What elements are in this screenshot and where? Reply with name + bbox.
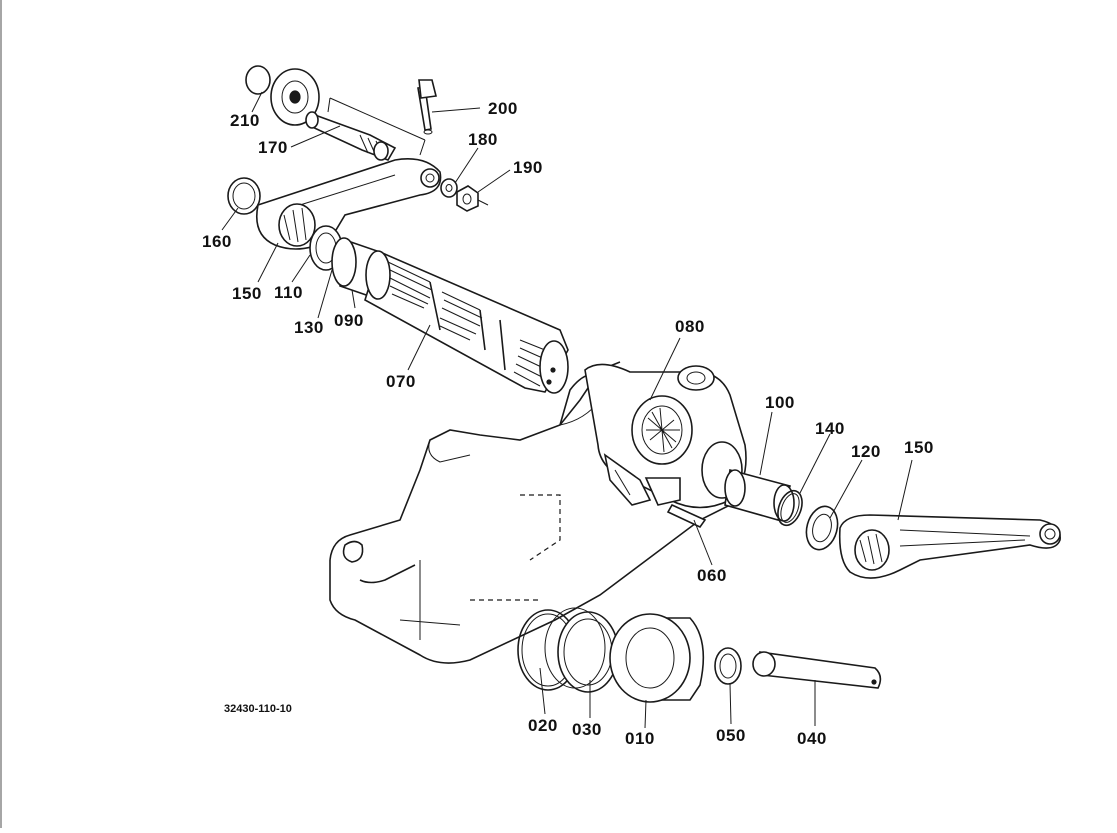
collar-120: [805, 505, 839, 551]
part-label-150-lower: 150: [904, 438, 934, 457]
piston-010: [609, 613, 705, 703]
shaft-070: [309, 225, 569, 394]
seal-050: [714, 647, 742, 685]
part-label-150-upper: 150: [232, 284, 262, 303]
snap-ring-160: [227, 177, 261, 215]
part-label-040: 040: [797, 729, 827, 748]
part-label-060: 060: [697, 566, 727, 585]
lower-lift-arm-150: [838, 514, 1061, 579]
part-label-170: 170: [258, 138, 288, 157]
leader-210-210: [329, 97, 426, 141]
bearing-210: [245, 65, 320, 126]
upper-lift-arm: [256, 158, 442, 250]
part-label-080: 080: [675, 317, 705, 336]
pin-170: [305, 111, 397, 161]
part-label-090: 090: [334, 311, 364, 330]
part-label-160: 160: [202, 232, 232, 251]
part-label-140: 140: [815, 419, 845, 438]
nut-190: [456, 185, 489, 212]
part-label-110: 110: [274, 283, 303, 302]
bolt-200: [417, 79, 437, 135]
sleeve-100: [724, 468, 795, 522]
part-label-210: 210: [230, 111, 260, 130]
part-label-050: 050: [716, 726, 746, 745]
part-label-130: 130: [294, 318, 324, 337]
part-label-120: 120: [851, 442, 881, 461]
part-label-200: 200: [488, 99, 518, 118]
valve-housing-080: [584, 363, 747, 529]
ring-030: [544, 607, 619, 693]
drawing-code: 32430-110-10: [224, 703, 292, 715]
part-label-030: 030: [572, 720, 602, 739]
leader-lines: [221, 91, 913, 729]
part-label-100: 100: [765, 393, 795, 412]
part-label-190: 190: [513, 158, 543, 177]
part-label-180: 180: [468, 130, 498, 149]
washer-180: [440, 178, 458, 198]
o-ring-140: [777, 489, 803, 527]
part-label-020: 020: [528, 716, 558, 735]
pin-040: [752, 651, 882, 689]
part-label-010: 010: [625, 729, 655, 748]
part-label-070: 070: [386, 372, 416, 391]
